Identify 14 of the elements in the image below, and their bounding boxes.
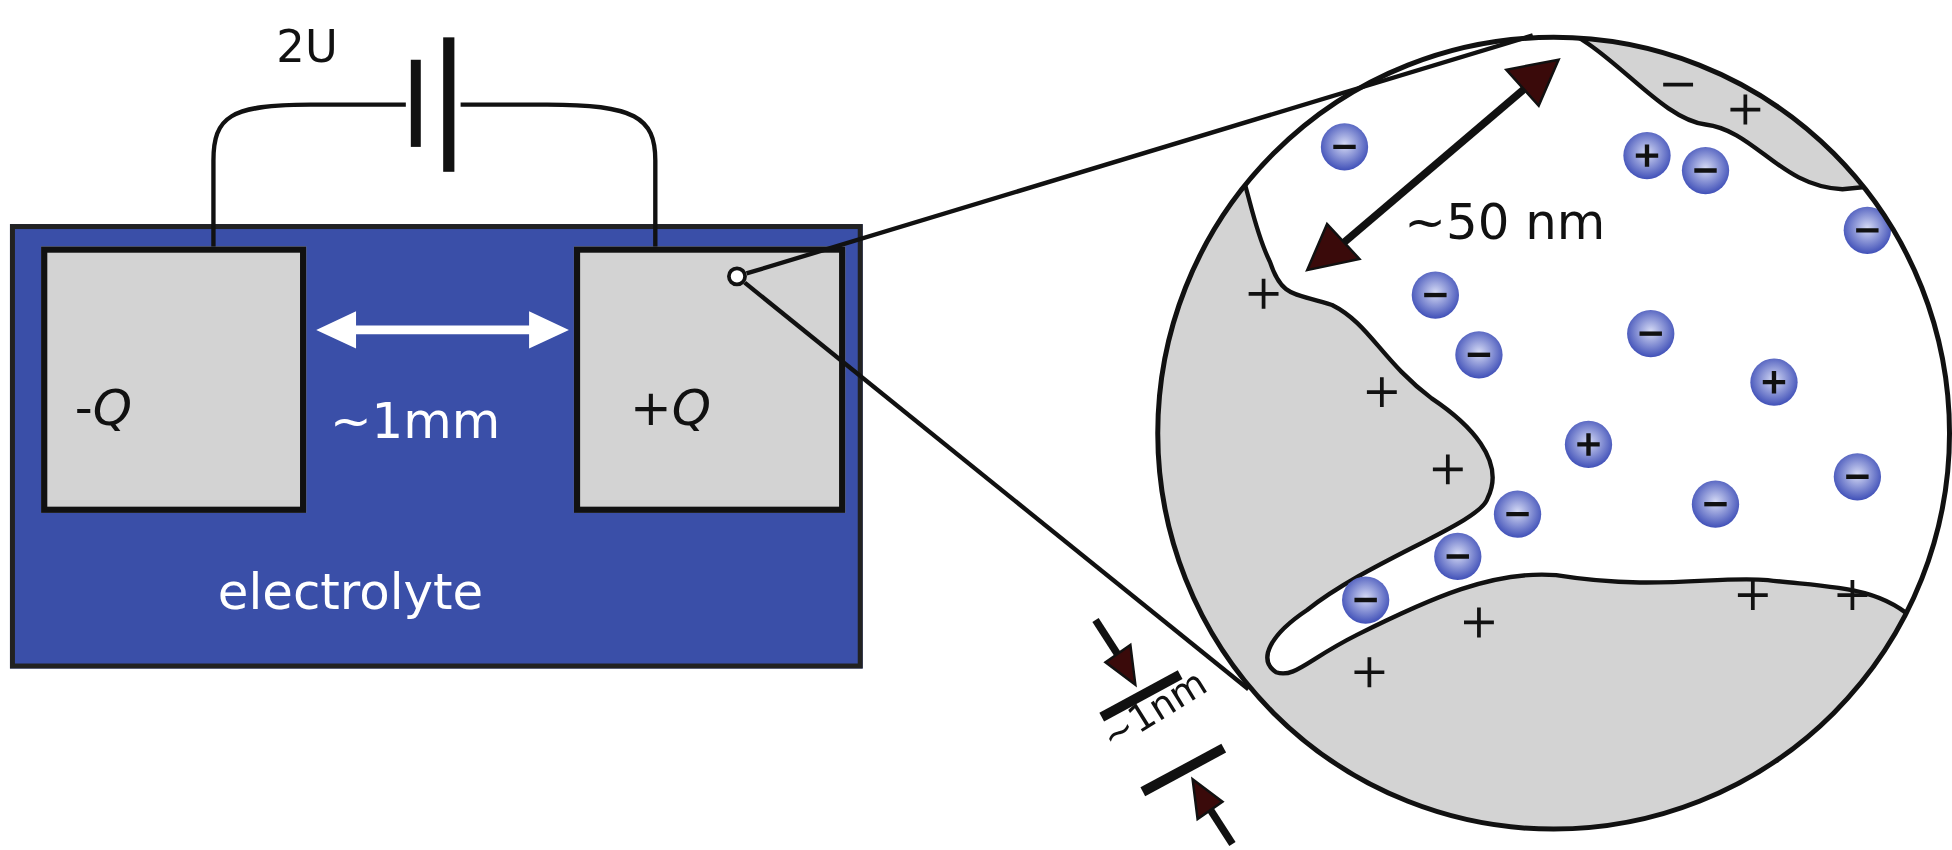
leader-line bbox=[743, 280, 1250, 691]
charge-label: +Q bbox=[629, 382, 711, 432]
positive-electrode bbox=[573, 246, 846, 513]
distance-label: ~1mm bbox=[329, 395, 501, 446]
electrolyte-label: electrolyte bbox=[217, 566, 484, 617]
leader-line bbox=[745, 33, 1534, 276]
zoom-marker-circle bbox=[727, 266, 747, 287]
charge-label: -Q bbox=[74, 382, 132, 432]
electrolyte-container bbox=[9, 224, 863, 669]
distance-label: ~50 nm bbox=[1404, 196, 1606, 247]
wire bbox=[460, 102, 658, 247]
wire bbox=[211, 102, 406, 247]
voltage-label: 2U bbox=[276, 24, 338, 70]
negative-electrode bbox=[41, 246, 307, 513]
